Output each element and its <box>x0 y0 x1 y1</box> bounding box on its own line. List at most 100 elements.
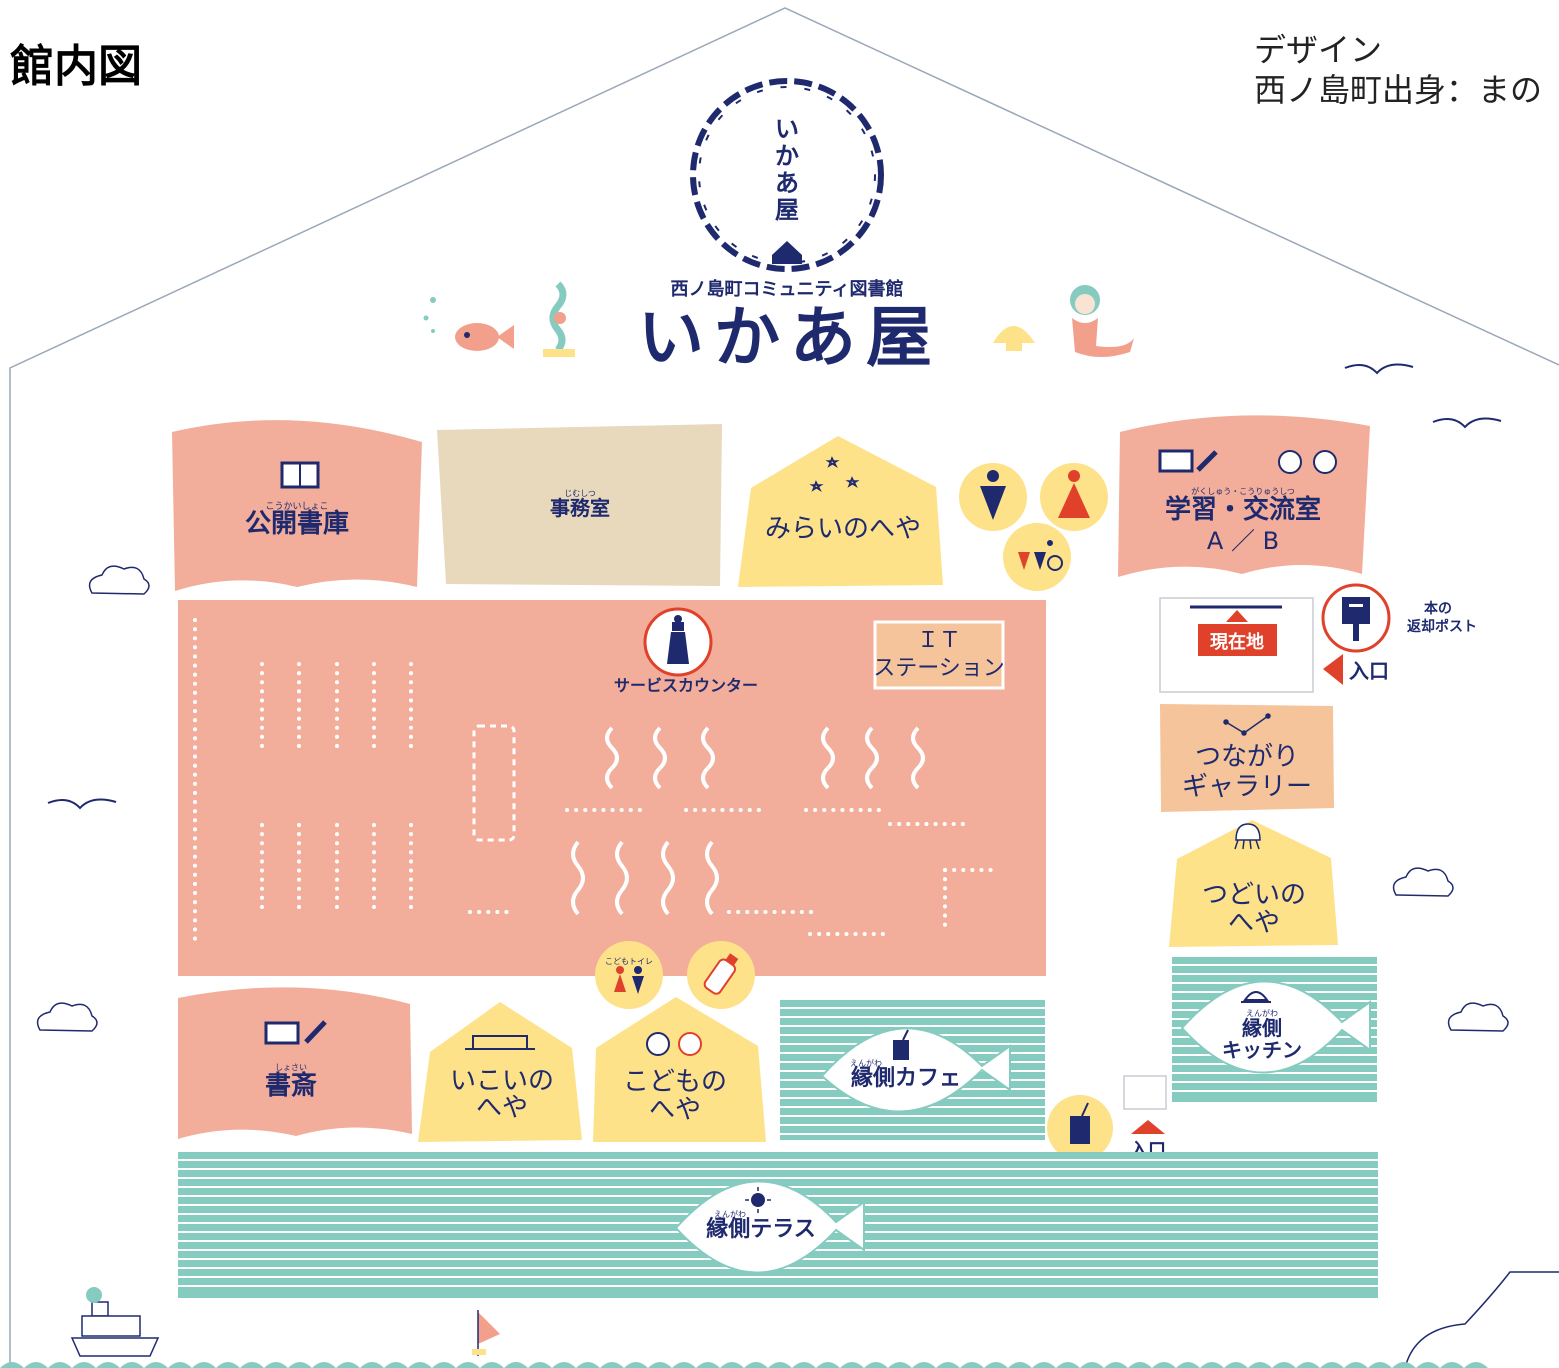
sun-icon <box>745 1187 771 1213</box>
shell-icon <box>993 326 1035 351</box>
kids-toilet-icon <box>614 966 644 994</box>
veranda-terrace-label: 縁側テラス <box>706 1216 816 1242</box>
logo-char-2: か <box>775 142 799 170</box>
pen-icon <box>304 1020 327 1044</box>
veranda-terrace[interactable]: えんがわ 縁側テラス <box>178 1152 1378 1298</box>
future-room[interactable]: みらいのへや <box>738 436 943 587</box>
return-post-label-2: 返却ポスト <box>1407 618 1477 635</box>
gathering-room-label-2: へや <box>1228 908 1280 938</box>
current-location-marker <box>1198 624 1277 656</box>
female-toilet-icon <box>1058 470 1090 518</box>
book-icon <box>280 461 320 489</box>
logo-ring <box>690 78 884 272</box>
service-counter-label: サービスカウンター <box>614 676 758 695</box>
kids-toilet[interactable]: こどもトイレ <box>595 941 663 1009</box>
page-title: 館内図 <box>10 41 142 92</box>
constellation-icon <box>1223 713 1271 736</box>
veranda-kitchen-label-2: キッチン <box>1222 1038 1302 1062</box>
kids-room-label-1: こどもの <box>623 1067 727 1097</box>
sailboat-icon <box>472 1310 500 1356</box>
children-faces-icon <box>646 1032 702 1056</box>
it-station[interactable]: ＩＴ ステーション <box>873 620 1005 690</box>
rest-room[interactable]: いこいの へや <box>418 1002 582 1142</box>
cloche-icon <box>1241 991 1271 1003</box>
study-den-ruby: しょさい <box>275 1063 307 1072</box>
service-counter[interactable]: サービスカウンター <box>614 607 758 695</box>
open-stacks-label: 公開書庫 <box>245 509 349 539</box>
current-location-label: 現在地 <box>1210 631 1264 653</box>
faces-icon <box>1278 450 1337 474</box>
gathering-room-label-1: つどいの <box>1202 880 1306 910</box>
mailbox-icon <box>1342 597 1370 641</box>
fish-shape <box>820 1027 1011 1113</box>
main-entrance[interactable]: 入口 <box>1323 654 1389 685</box>
male-toilet[interactable] <box>959 463 1027 531</box>
it-station-label-2: ステーション <box>873 656 1005 681</box>
logo-ring-inner <box>698 86 876 264</box>
logo: い か あ 屋 西ノ島町コミュニティ図書館 いかあ屋 <box>638 78 942 376</box>
logo-char-3: あ <box>775 169 799 197</box>
accessible-toilet-icon <box>1018 540 1063 571</box>
fish-shape <box>674 1180 865 1274</box>
veranda-cafe-ruby: えんがわ <box>850 1058 882 1068</box>
gathering-room[interactable]: つどいの へや <box>1169 820 1338 947</box>
accessible-toilet[interactable] <box>1003 523 1071 591</box>
credit-line-1: デザイン <box>1254 31 1383 69</box>
gallery-label-1: つながり <box>1195 742 1299 772</box>
female-toilet[interactable] <box>1040 463 1108 531</box>
logo-char-4: 屋 <box>775 196 799 224</box>
table-outline <box>472 724 516 842</box>
current-location-box: 現在地 <box>1159 597 1314 693</box>
study-room-sub-label: A ／ B <box>1207 527 1279 555</box>
open-stacks-room[interactable]: こうかいしょこ 公開書庫 <box>172 420 422 591</box>
return-post[interactable]: 本の 返却ポスト <box>1321 583 1477 653</box>
lighthouse-icon <box>667 615 689 664</box>
cloud-icon <box>36 565 1509 1032</box>
waves <box>0 1362 1488 1368</box>
veranda-cafe[interactable]: えんがわ 縁側カフェ <box>780 1000 1045 1140</box>
fish-shape <box>1180 980 1371 1074</box>
gallery-room[interactable]: つながり ギャラリー <box>1160 704 1334 812</box>
book-icon <box>264 1021 300 1045</box>
drink-station[interactable] <box>1047 1095 1113 1161</box>
main-entrance-label: 入口 <box>1349 659 1389 683</box>
male-toilet-icon <box>980 470 1006 520</box>
bookshelves <box>193 618 1000 947</box>
it-station-label-1: ＩＴ <box>917 628 961 653</box>
rest-room-label-2: へや <box>476 1093 528 1123</box>
study-room[interactable]: がくしゅう・こうりゅうしつ 学習・交流室 A ／ B <box>1118 415 1370 577</box>
kids-room-label-2: へや <box>649 1095 701 1125</box>
side-entrance-box <box>1123 1075 1167 1110</box>
veranda-terrace-ruby: えんがわ <box>714 1209 746 1219</box>
credit-line-2: 西ノ島町出身：まの <box>1254 71 1543 109</box>
seaweed-icon <box>543 281 575 357</box>
return-post-label-1: 本の <box>1424 600 1452 617</box>
kids-toilet-label: こどもトイレ <box>605 957 653 966</box>
drink-icon <box>893 1029 909 1060</box>
open-stacks-ruby: こうかいしょこ <box>265 501 328 512</box>
chairs <box>571 726 925 916</box>
book-icon <box>1158 449 1194 473</box>
pen-icon <box>1196 450 1218 472</box>
veranda-cafe-label: 縁側カフェ <box>851 1065 961 1091</box>
rock-icon <box>1404 1271 1559 1368</box>
mermaid-icon <box>1070 285 1134 357</box>
office-room[interactable]: じむしつ 事務室 <box>437 424 722 586</box>
logo-name: いかあ屋 <box>638 299 942 376</box>
seagull-icon <box>47 363 1502 810</box>
kids-room[interactable]: こどもの へや <box>593 997 766 1142</box>
bubbles-icon <box>423 297 436 333</box>
baby-bottle-icon <box>703 953 739 995</box>
veranda-kitchen[interactable]: えんがわ 縁側 キッチン <box>1172 957 1377 1102</box>
study-den-room[interactable]: しょさい 書斎 <box>178 987 412 1139</box>
study-room-ruby: がくしゅう・こうりゅうしつ <box>1191 486 1295 496</box>
fish-icon <box>455 323 514 351</box>
study-den-label: 書斎 <box>265 1070 317 1101</box>
study-room-label: 学習・交流室 <box>1165 494 1321 525</box>
gallery-label-2: ギャラリー <box>1182 772 1312 802</box>
drink-icon <box>1070 1102 1090 1144</box>
nursing-room[interactable] <box>687 941 755 1009</box>
veranda-kitchen-ruby: えんがわ <box>1246 1008 1278 1018</box>
rest-table-icon <box>465 1035 535 1050</box>
